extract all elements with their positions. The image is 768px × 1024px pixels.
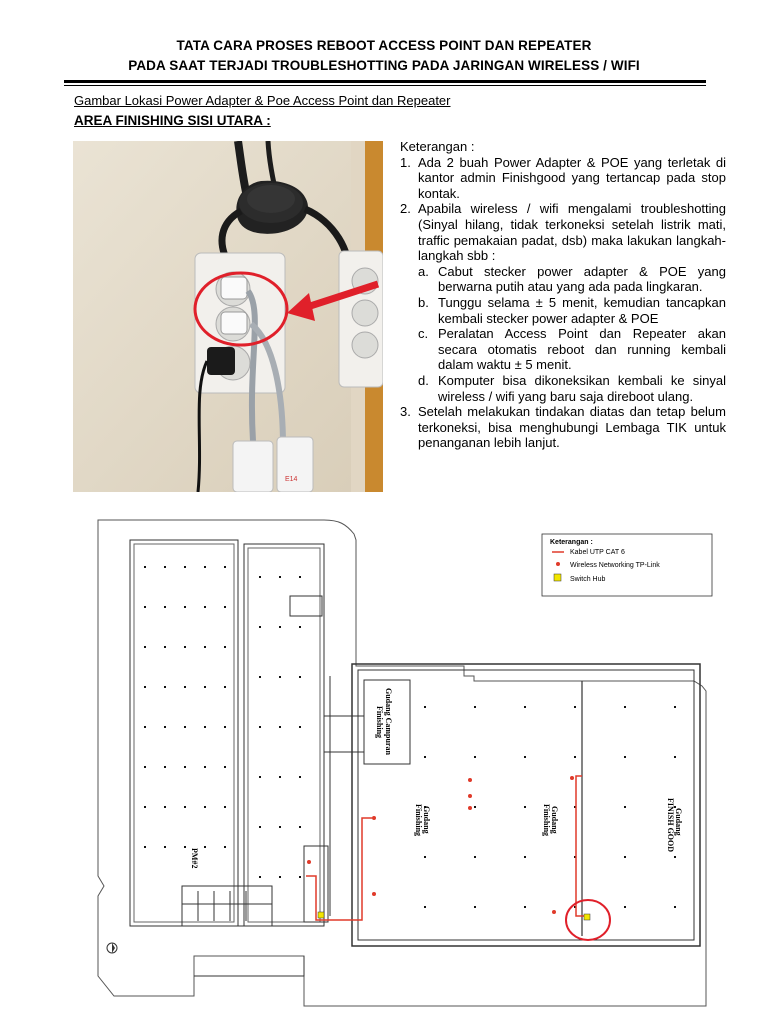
floor-plan-drawing: Gudang Campuran Finishing Gudang Finishi… [97, 519, 713, 1007]
note-number: 2. [400, 201, 411, 217]
adapter-label: E14 [285, 476, 298, 483]
room-label-gudang-finishing-1b: Finishing [414, 804, 423, 836]
figure-caption: Gambar Lokasi Power Adapter & Poe Access… [74, 93, 451, 108]
notes-heading: Keterangan : [400, 139, 475, 154]
notes-panel: Keterangan : 1. Ada 2 buah Power Adapter… [400, 139, 726, 451]
note-item-1: 1. Ada 2 buah Power Adapter & POE yang t… [400, 155, 726, 202]
legend-title: Keterangan : [550, 539, 593, 546]
document-title-line2: PADA SAAT TERJADI TROUBLESHOTTING PADA J… [128, 58, 640, 73]
note-subitem-a: a. Cabut stecker power adapter & POE yan… [400, 264, 726, 295]
note-subitem-c: c. Peralatan Access Point dan Repeater a… [400, 326, 726, 373]
subitem-letter: b. [418, 294, 429, 310]
legend-cable: Kabel UTP CAT 6 [570, 549, 625, 556]
note-text: Apabila wireless / wifi mengalami troubl… [418, 201, 726, 264]
subitem-text: Komputer bisa dikoneksikan kembali ke si… [438, 372, 726, 404]
note-number: 1. [400, 154, 411, 170]
floor-plan: Gudang Campuran Finishing Gudang Finishi… [94, 516, 728, 1012]
room-label-gudang-finishing-2b: Finishing [542, 804, 551, 836]
note-item-2: 2. Apabila wireless / wifi mengalami tro… [400, 201, 726, 263]
note-subitem-d: d. Komputer bisa dikoneksikan kembali ke… [400, 373, 726, 404]
legend-wifi: Wireless Networking TP-Link [570, 562, 660, 569]
room-label-gudang-finishing-1a: Gudang [422, 806, 431, 834]
room-label-finish-good-1: Gudang [674, 808, 683, 836]
room-label-pm2: PM#2 [190, 848, 199, 868]
subitem-text: Peralatan Access Point dan Repeater akan… [438, 326, 726, 373]
wifi-icon [556, 562, 560, 566]
area-title: AREA FINISHING SISI UTARA : [74, 113, 271, 128]
note-subitem-b: b. Tunggu selama ± 5 menit, kemudian tan… [400, 295, 726, 326]
power-adapter-photo-illustration: E14 [73, 141, 383, 492]
room-label-campuran-1: Gudang Campuran [384, 688, 393, 755]
subitem-letter: d. [418, 372, 429, 388]
room-label-finish-good-2: FINISH GOOD [666, 798, 675, 852]
document-title-line1: TATA CARA PROSES REBOOT ACCESS POINT DAN… [176, 38, 592, 53]
header-rule-thin [64, 85, 706, 86]
legend-switch: Switch Hub [570, 576, 606, 583]
subitem-letter: a. [418, 263, 429, 279]
note-item-3: 3. Setelah melakukan tindakan diatas dan… [400, 404, 726, 451]
power-adapter-photo: E14 [73, 141, 383, 492]
subitem-letter: c. [418, 326, 429, 342]
plan-legend: Keterangan : Kabel UTP CAT 6 Wireless Ne… [541, 533, 713, 597]
note-number: 3. [400, 404, 411, 420]
room-label-campuran-2: Finishing [375, 706, 384, 738]
note-text: Ada 2 buah Power Adapter & POE yang terl… [418, 154, 726, 201]
subitem-text: Cabut stecker power adapter & POE yang b… [438, 263, 726, 295]
subitem-text: Tunggu selama ± 5 menit, kemudian tancap… [438, 294, 726, 326]
header-rule-thick [64, 80, 706, 83]
room-label-gudang-finishing-2a: Gudang [550, 806, 559, 834]
note-text: Setelah melakukan tindakan diatas dan te… [418, 404, 726, 451]
